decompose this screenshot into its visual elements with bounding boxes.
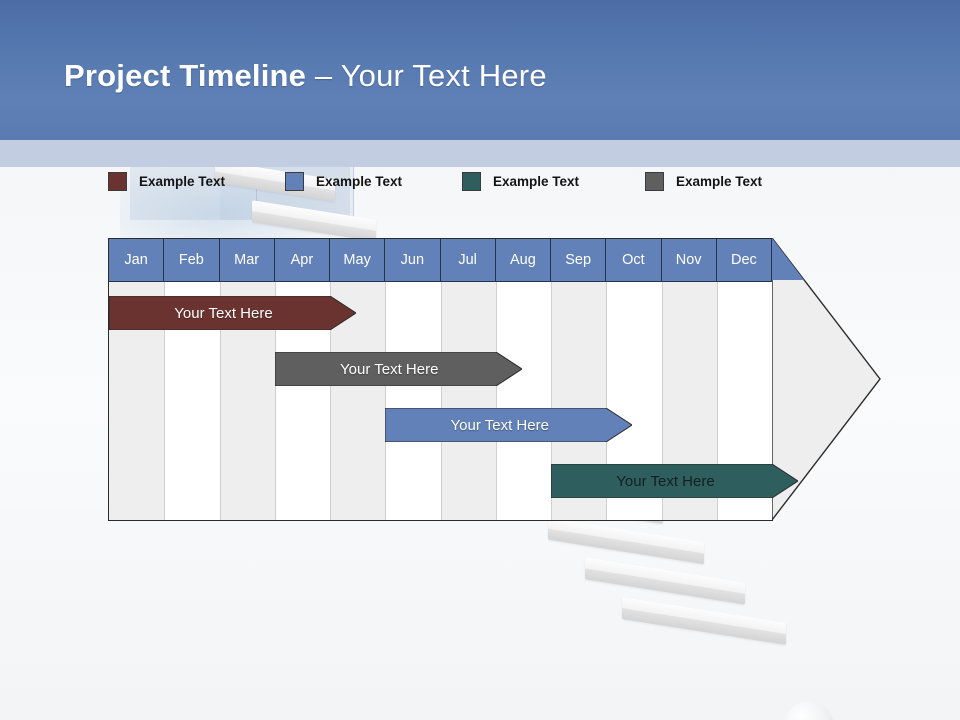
arrow-head-blue-corner [772, 238, 804, 280]
legend-item-label: Example Text [316, 173, 403, 189]
timeline-column-mar [219, 239, 275, 520]
legend-swatch-icon [645, 171, 664, 191]
legend-swatch-icon [462, 171, 481, 191]
column-divider [606, 239, 608, 520]
legend-item-label: Example Text [493, 173, 580, 189]
legend-swatch-icon [108, 171, 127, 191]
legend-item-teal[interactable]: Example Text [462, 170, 579, 192]
month-header-mar[interactable]: Mar [219, 239, 275, 281]
month-header-dec[interactable]: Dec [716, 239, 772, 281]
timeline-bar-4[interactable]: Your Text Here [551, 464, 798, 498]
timeline-bar-label: Your Text Here [340, 360, 439, 378]
page-title: Project Timeline – Your Text Here [64, 58, 547, 94]
legend-item-label: Example Text [139, 173, 226, 189]
timeline-column-jan [109, 239, 165, 520]
legend-item-dark-red[interactable]: Example Text [108, 170, 225, 192]
column-divider [661, 239, 663, 520]
figure-head [784, 701, 834, 720]
column-divider [716, 239, 718, 520]
title-band-underline [0, 140, 960, 167]
timeline-bar-label: Your Text Here [450, 416, 549, 434]
month-header-aug[interactable]: Aug [495, 239, 551, 281]
month-header-oct[interactable]: Oct [606, 239, 662, 281]
timeline-bar-shape [109, 296, 356, 330]
legend-item-gray[interactable]: Example Text [645, 170, 762, 192]
month-header-jun[interactable]: Jun [385, 239, 441, 281]
month-header-feb[interactable]: Feb [164, 239, 220, 281]
column-divider [219, 239, 221, 520]
timeline-bar-label: Your Text Here [174, 304, 273, 322]
arrow-head-svg [771, 235, 881, 523]
month-header-nov[interactable]: Nov [661, 239, 717, 281]
timeline-bar-2[interactable]: Your Text Here [274, 352, 522, 386]
legend-item-blue[interactable]: Example Text [285, 170, 402, 192]
page-title-light: – Your Text Here [306, 58, 547, 93]
column-divider [551, 239, 552, 520]
month-header-may[interactable]: May [330, 239, 386, 281]
legend-swatch-icon [285, 171, 304, 191]
header-underline [109, 281, 772, 282]
timeline-arrow-head [771, 235, 884, 523]
column-divider [164, 239, 166, 520]
arrow-head-outline [771, 235, 881, 523]
month-header-apr[interactable]: Apr [274, 239, 330, 281]
timeline-bar-shape [551, 464, 798, 498]
timeline-bar-3[interactable]: Your Text Here [385, 408, 633, 442]
month-header-sep[interactable]: Sep [551, 239, 607, 281]
legend-item-label: Example Text [676, 173, 763, 189]
timeline-bar-label: Your Text Here [616, 472, 715, 490]
title-band [0, 0, 960, 142]
month-header-jan[interactable]: Jan [109, 239, 165, 281]
timeline-bar-shape [385, 408, 633, 442]
legend: Example Text Example Text Example Text Exam… [0, 170, 960, 194]
page-title-strong: Project Timeline [64, 58, 307, 93]
white-3d-person-figure [770, 695, 890, 720]
month-header-jul[interactable]: Jul [440, 239, 496, 281]
timeline-bar-1[interactable]: Your Text Here [109, 296, 356, 330]
timeline-bar-shape [274, 352, 522, 386]
